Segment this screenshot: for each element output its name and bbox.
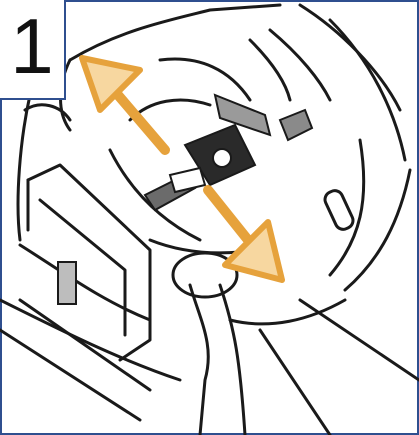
step-number: 1 (10, 7, 53, 85)
arrow-down-right-icon (208, 190, 282, 280)
harness-buckle (170, 125, 255, 192)
strap-slot (58, 262, 76, 304)
step-badge: 1 (0, 0, 66, 100)
